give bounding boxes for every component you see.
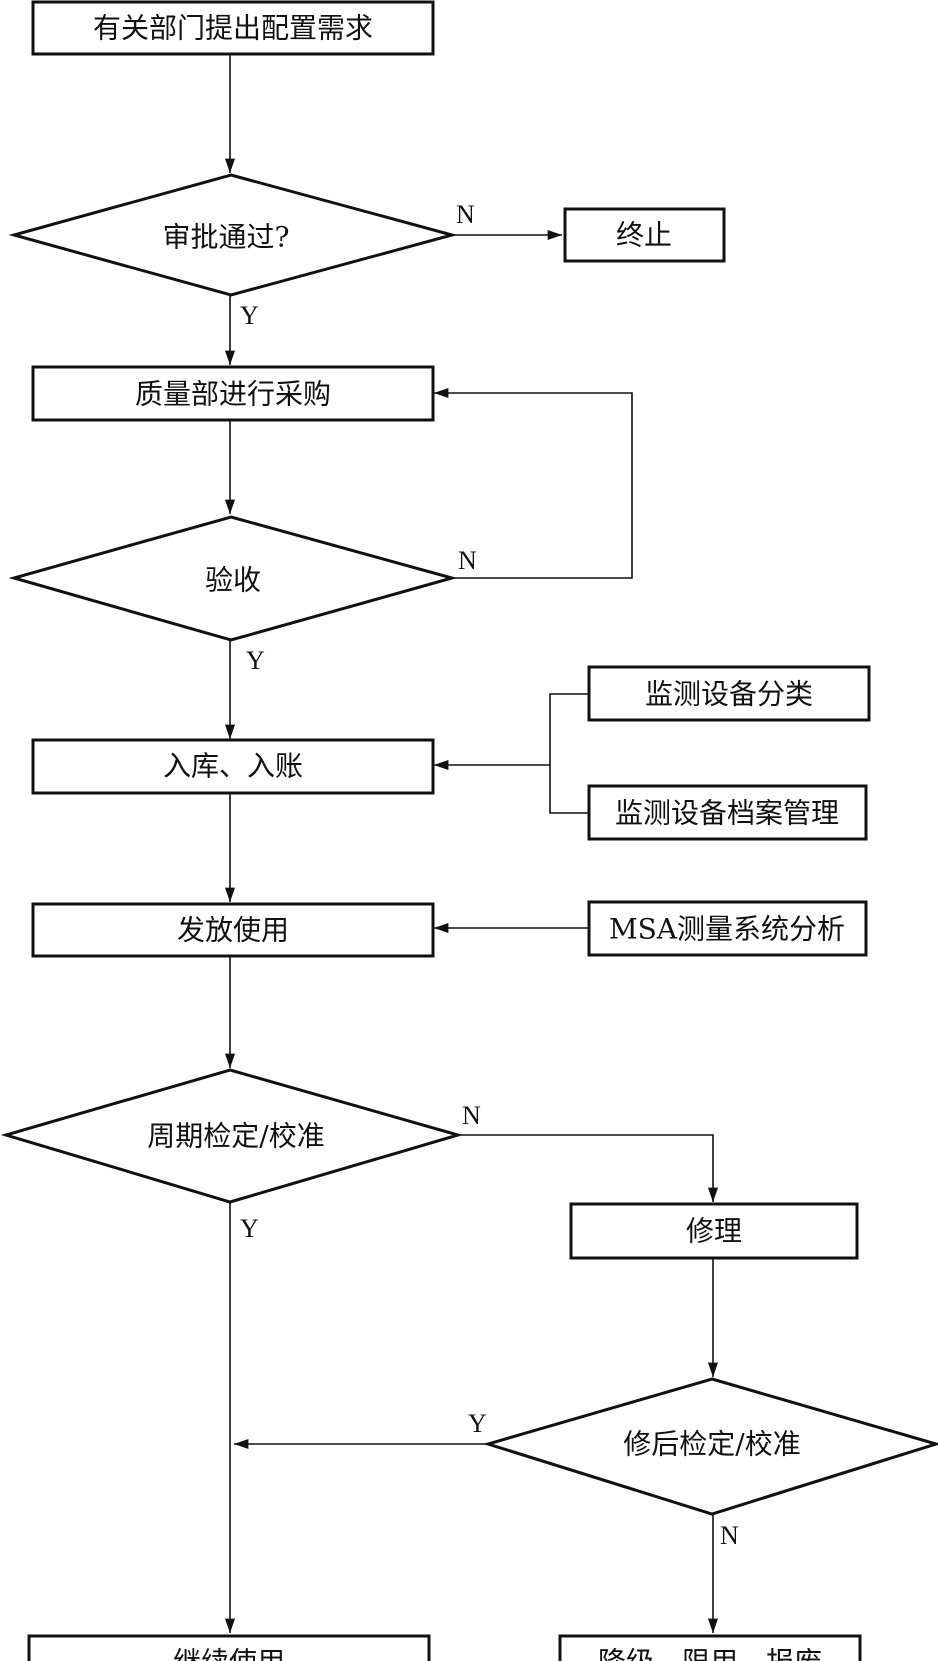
node-request-label: 有关部门提出配置需求: [93, 12, 373, 45]
node-terminate-label: 终止: [616, 219, 672, 252]
decision-approve: 审批通过?: [8, 173, 458, 297]
node-downgrade-label: 降级、限用、报废: [598, 1646, 822, 1661]
node-repair-label: 修理: [686, 1215, 742, 1248]
decision-periodic: 周期检定/校准: [0, 1068, 464, 1204]
connector-archive: [549, 765, 589, 814]
node-continue-label: 继续使用: [173, 1646, 285, 1661]
node-purchase-label: 质量部进行采购: [135, 378, 331, 411]
arrow-acceptance-loop-to-purchase: [434, 387, 633, 579]
label-acceptance-no: N: [458, 546, 477, 575]
label-acceptance-yes: Y: [246, 646, 265, 675]
node-classify: 监测设备分类: [587, 665, 871, 722]
label-approve-no: N: [456, 200, 475, 229]
node-classify-label: 监测设备分类: [645, 678, 813, 711]
connectors: [224, 54, 719, 1633]
node-terminate: 终止: [563, 207, 726, 263]
node-archive: 监测设备档案管理: [587, 784, 868, 841]
node-archive-label: 监测设备档案管理: [615, 797, 839, 830]
decision-post-repair: 修后检定/校准: [482, 1377, 938, 1516]
node-continue: 继续使用: [27, 1634, 431, 1661]
decision-approve-label: 审批通过?: [162, 221, 289, 254]
node-msa-label: MSA测量系统分析: [609, 913, 845, 946]
node-purchase: 质量部进行采购: [31, 365, 435, 422]
decision-acceptance-label: 验收: [205, 564, 261, 597]
label-periodic-yes: Y: [240, 1214, 259, 1243]
branch-labels: N Y N Y N Y Y N: [240, 200, 739, 1550]
node-stock-label: 入库、入账: [163, 750, 303, 783]
decision-acceptance: 验收: [8, 515, 458, 642]
arrow-periodic-to-repair: [458, 1134, 719, 1202]
label-approve-yes: Y: [240, 301, 259, 330]
node-msa: MSA测量系统分析: [587, 900, 868, 957]
label-post-repair-yes: Y: [468, 1409, 487, 1438]
connector-classify: [549, 693, 589, 765]
node-stock: 入库、入账: [31, 738, 435, 795]
node-issue-label: 发放使用: [177, 914, 289, 947]
node-request: 有关部门提出配置需求: [31, 0, 435, 56]
node-downgrade: 降级、限用、报废: [558, 1634, 862, 1661]
decision-periodic-label: 周期检定/校准: [147, 1120, 324, 1153]
node-issue: 发放使用: [31, 902, 435, 958]
decision-post-repair-label: 修后检定/校准: [623, 1428, 800, 1461]
node-repair: 修理: [569, 1202, 859, 1260]
label-periodic-no: N: [462, 1101, 481, 1130]
label-post-repair-no: N: [720, 1521, 739, 1550]
